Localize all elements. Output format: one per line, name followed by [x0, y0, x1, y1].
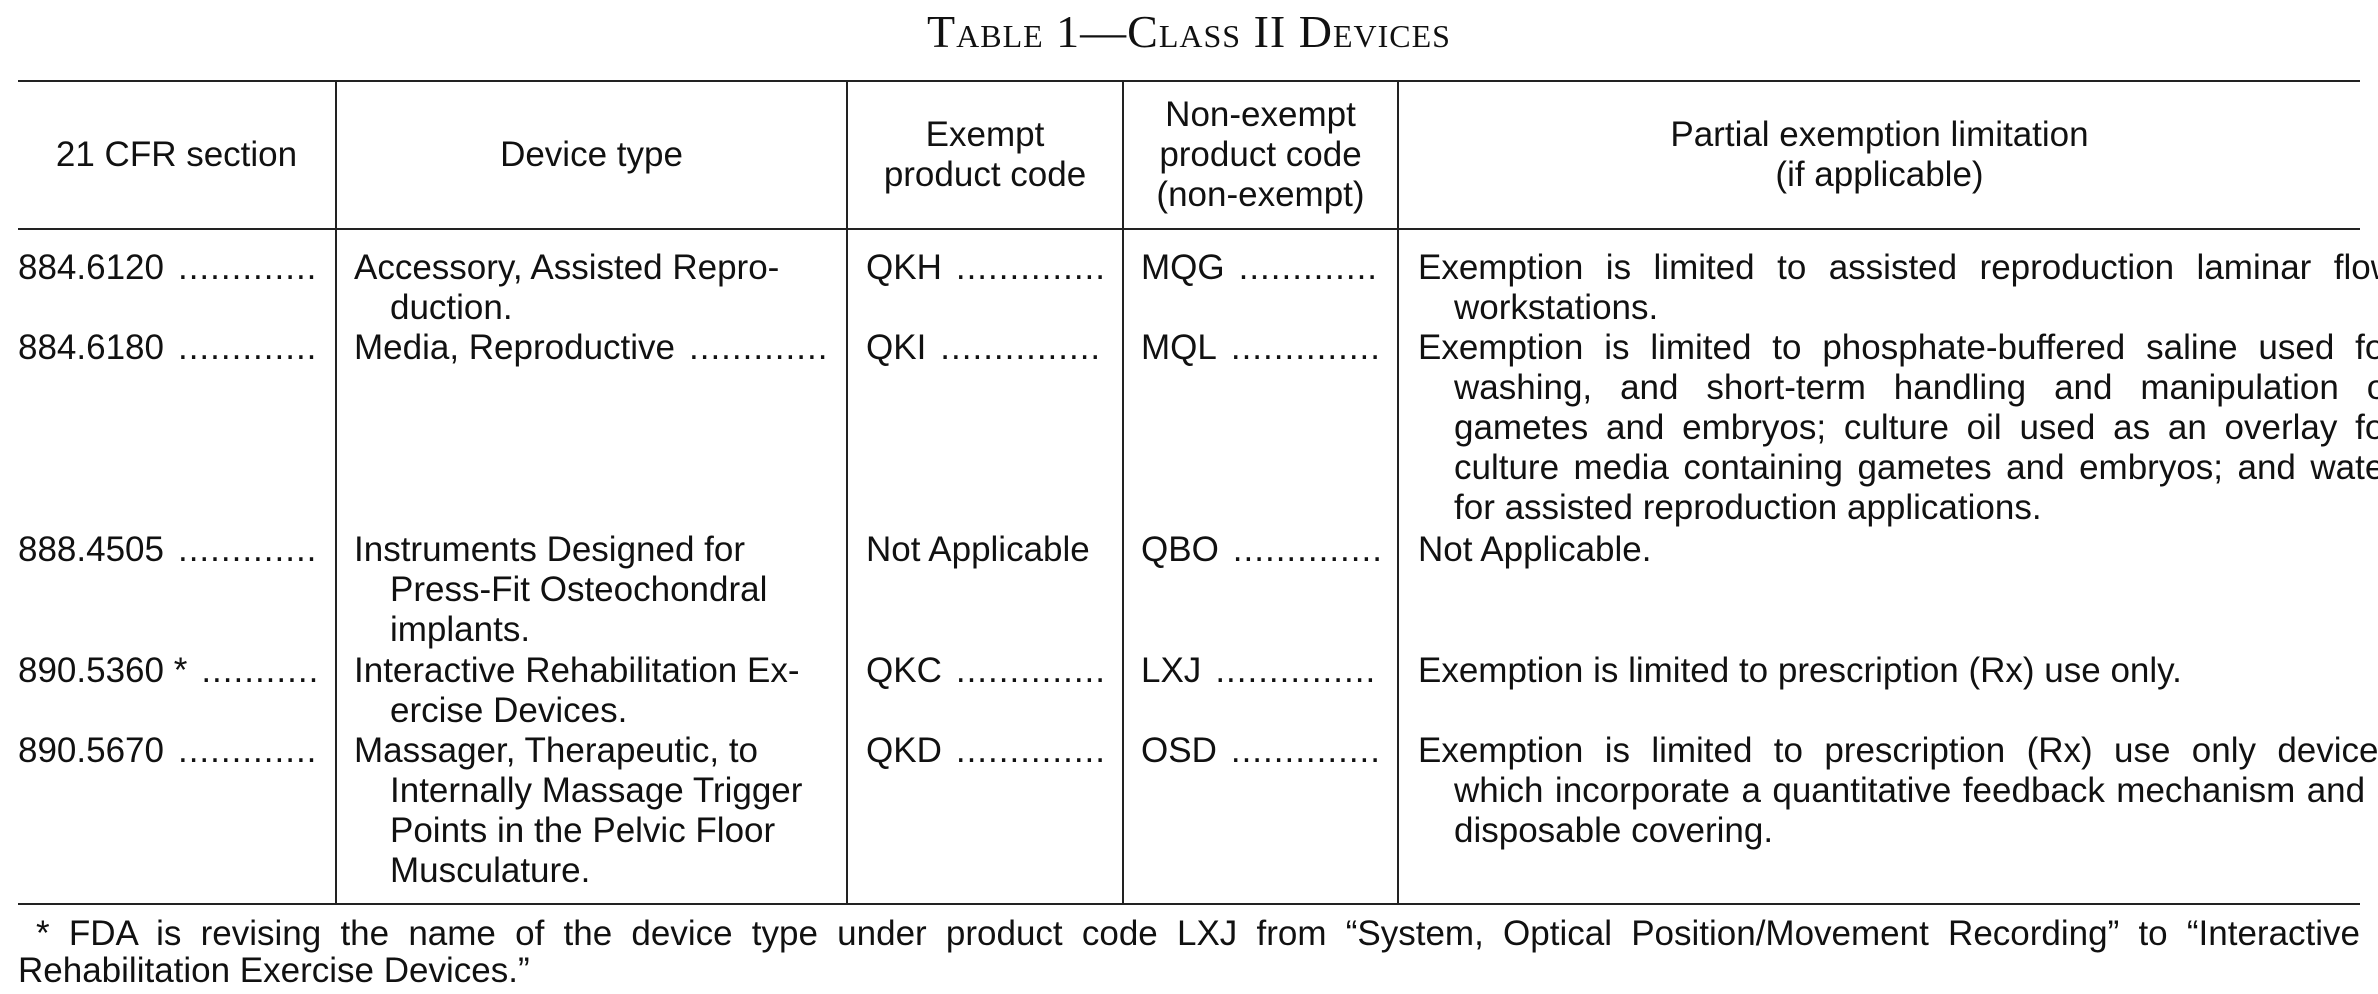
table-row-cfr: 884.6180 [18, 328, 318, 368]
table-row-nonexempt-code: QBO [1141, 530, 1379, 570]
column-divider [846, 81, 848, 904]
table-row-device: Instruments Designed for Press-Fit Osteo… [354, 530, 768, 649]
table-row-device: Massager, Therapeutic, to Internally Mas… [354, 731, 803, 890]
table-footnote: * FDA is revising the name of the device… [18, 914, 2360, 990]
table-row-limitation: Exemption is limited to prescription (Rx… [1418, 651, 2182, 690]
table-row-cfr: 888.4505 [18, 530, 318, 570]
table-row-nonexempt-code: LXJ [1141, 651, 1379, 691]
header-cfr-section: 21 CFR section [55, 135, 298, 174]
table-row-nonexempt-code: MQL [1141, 328, 1379, 368]
table-row-limitation: Exemption is limited to prescription (Rx… [1418, 731, 2378, 850]
column-divider [1122, 81, 1124, 904]
table-row-device: Media, Reproductive [354, 328, 829, 368]
header-exempt-code: Exempt product code [883, 115, 1087, 194]
table-row-exempt-code: Not Applicable [866, 530, 1090, 569]
column-divider [1397, 81, 1399, 904]
table-row-device: Accessory, Assisted Repro-duction. [354, 248, 780, 327]
table-row-cfr: 884.6120 [18, 248, 318, 288]
table-row-limitation: Exemption is limited to assisted reprodu… [1418, 248, 2378, 327]
header-nonexempt-code: Non-exempt product code (non-exempt) [1156, 95, 1365, 214]
column-divider [335, 81, 337, 904]
table-row-limitation: Exemption is limited to phosphate-buffer… [1418, 328, 2378, 527]
table-row-cfr: 890.5360 * [18, 651, 318, 691]
header-rule [18, 228, 2360, 230]
top-rule [18, 80, 2360, 82]
header-device-type: Device type [500, 135, 683, 174]
table-row-exempt-code: QKH [866, 248, 1104, 288]
table-title: Table 1—Class II Devices [927, 6, 1451, 57]
table-row-exempt-code: QKD [866, 731, 1104, 771]
table-row-cfr: 890.5670 [18, 731, 318, 771]
header-limitation: Partial exemption limitation (if applica… [1670, 115, 2089, 194]
table-row-nonexempt-code: OSD [1141, 731, 1379, 771]
table-row-exempt-code: QKC [866, 651, 1104, 691]
table-row-limitation: Not Applicable. [1418, 530, 1652, 569]
table-row-exempt-code: QKI [866, 328, 1104, 368]
table-row-nonexempt-code: MQG [1141, 248, 1379, 288]
table-row-device: Interactive Rehabilitation Ex-ercise Dev… [354, 651, 800, 730]
bottom-rule [18, 903, 2360, 905]
